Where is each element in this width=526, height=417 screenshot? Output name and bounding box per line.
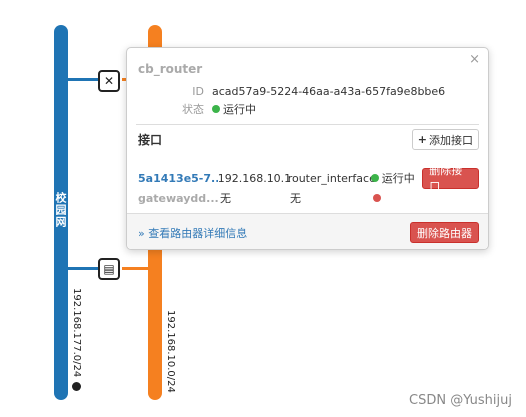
router-icon[interactable]: ✕ bbox=[98, 70, 120, 92]
interfaces-title: 接口 bbox=[138, 133, 163, 147]
delete-interface-button[interactable]: 删除接口 bbox=[422, 164, 479, 193]
close-icon[interactable]: × bbox=[469, 52, 480, 67]
interface-status bbox=[373, 194, 426, 202]
add-interface-button[interactable]: + 添加接口 bbox=[411, 129, 479, 150]
status-value: 运行中 bbox=[223, 103, 256, 116]
id-label: ID bbox=[192, 85, 204, 98]
interface-row: 5a1413e5-7... 192.168.10.1 router_interf… bbox=[138, 164, 479, 193]
router-popover: × cb_router ID acad57a9-5224-46aa-a43a-6… bbox=[126, 47, 489, 250]
interface-name-link[interactable]: 5a1413e5-7... bbox=[138, 171, 218, 185]
interface-status: 运行中 bbox=[370, 170, 423, 186]
id-value: acad57a9-5224-46aa-a43a-657fa9e8bbe6 bbox=[212, 85, 446, 98]
popover-footer: » 查看路由器详细信息 删除路由器 bbox=[127, 213, 488, 249]
interface-owner: 无 bbox=[290, 192, 301, 205]
campus-network-name: 校园网 bbox=[54, 192, 67, 228]
router-id-row: ID acad57a9-5224-46aa-a43a-657fa9e8bbe6 bbox=[138, 85, 445, 98]
campus-network-bar[interactable] bbox=[54, 25, 68, 400]
router-title: cb_router bbox=[138, 62, 203, 76]
add-interface-label: 添加接口 bbox=[429, 133, 473, 147]
status-dot-icon bbox=[370, 174, 379, 182]
status-dot-icon bbox=[373, 194, 381, 202]
status-dot-icon bbox=[212, 105, 220, 113]
instance-link-campus bbox=[68, 267, 98, 270]
interface-owner: router_interface bbox=[287, 171, 376, 185]
status-label: 状态 bbox=[182, 103, 204, 116]
view-router-details-link[interactable]: » 查看路由器详细信息 bbox=[138, 227, 248, 240]
interface-row: gatewaydd... 无 无 bbox=[138, 188, 479, 208]
delete-router-button[interactable]: 删除路由器 bbox=[410, 222, 479, 243]
campus-network-cidr: 192.168.177.0/24 bbox=[71, 288, 82, 392]
interface-ip: 192.168.10.1 bbox=[217, 171, 292, 185]
interface-name: gatewaydd... bbox=[138, 191, 219, 205]
watermark: CSDN @Yushijuj bbox=[409, 393, 512, 408]
divider bbox=[136, 124, 479, 125]
router-status-row: 状态 运行中 bbox=[138, 101, 256, 117]
interface-ip: 无 bbox=[220, 192, 231, 205]
private-network-cidr: 192.168.10.0/24 bbox=[165, 310, 176, 393]
globe-icon bbox=[71, 382, 81, 392]
instance-icon[interactable]: ▤ bbox=[98, 258, 120, 280]
router-link-campus bbox=[68, 78, 98, 81]
plus-icon: + bbox=[417, 133, 427, 146]
instance-link-private bbox=[122, 267, 148, 270]
